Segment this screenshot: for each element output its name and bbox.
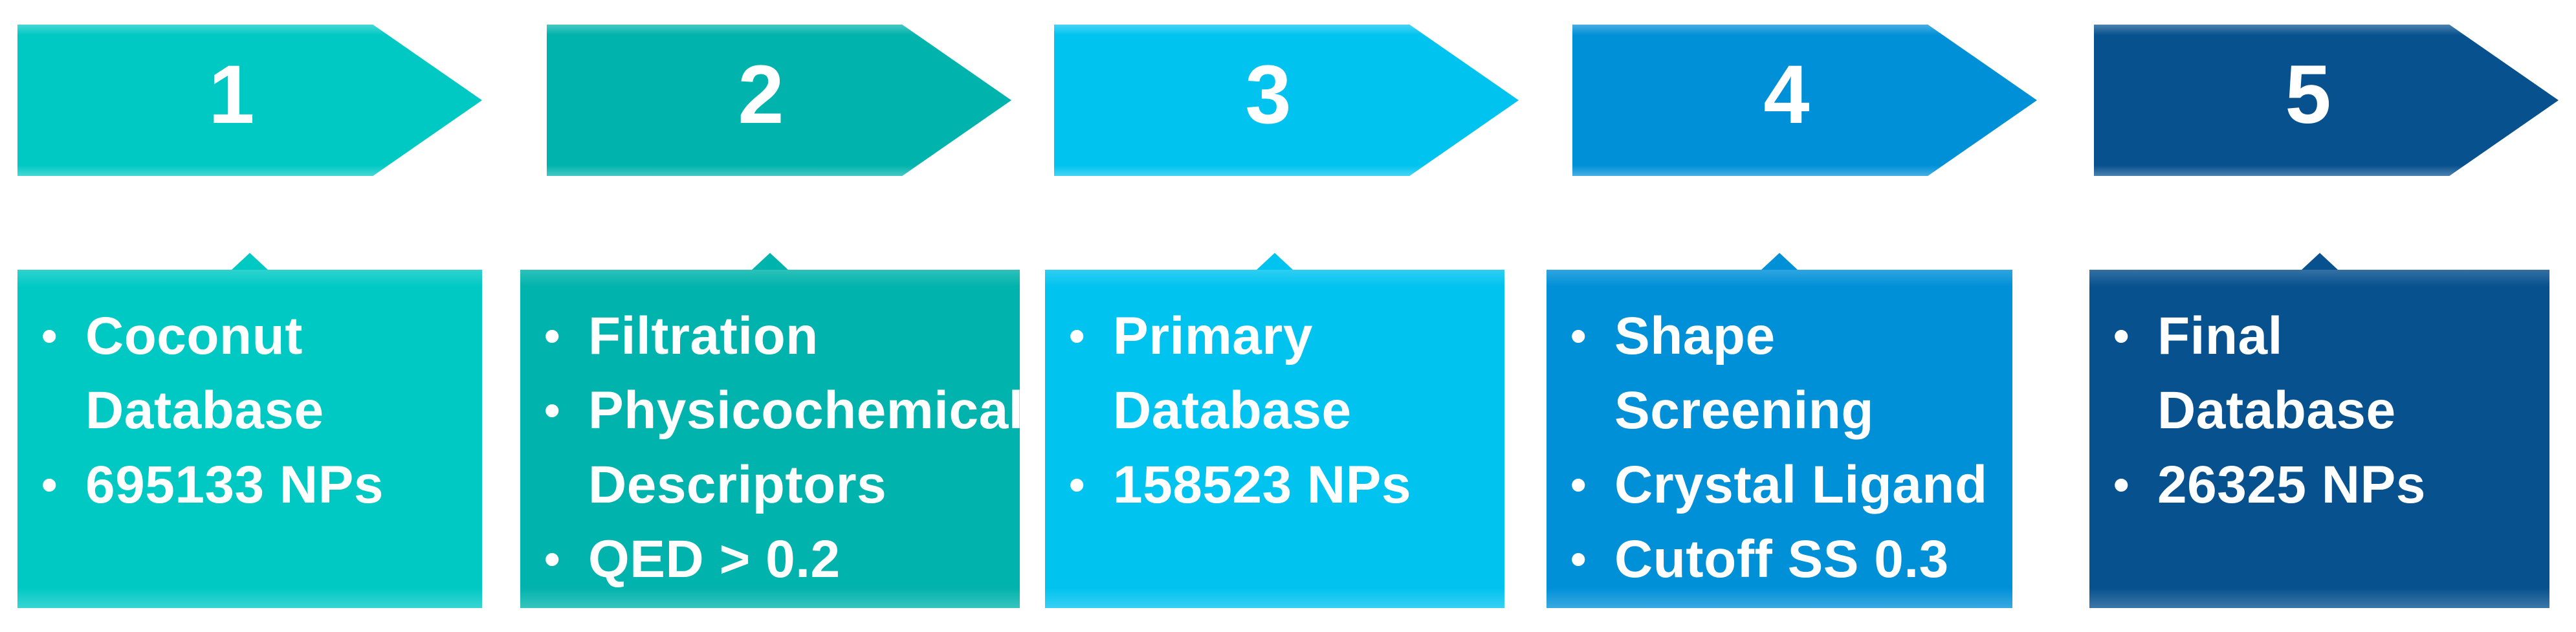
step-2-number: 2 bbox=[738, 49, 785, 141]
bullet-item: QED > 0.2 bbox=[544, 522, 1015, 596]
notch-up-icon bbox=[752, 253, 788, 270]
bullet-line: Primary bbox=[1113, 307, 1313, 365]
step-1-box: Coconut Database 695133 NPs bbox=[17, 253, 482, 608]
bullet-item: Final Database bbox=[2113, 299, 2544, 448]
step-2-bullet-list: Filtration Physicochemical Descriptors Q… bbox=[520, 270, 1024, 596]
bullet-line: Descriptors bbox=[588, 455, 887, 514]
bullet-item: 26325 NPs bbox=[2113, 448, 2544, 522]
step-3-bullet-list: Primary Database 158523 NPs bbox=[1045, 270, 1504, 522]
step-4-arrow-shape: 4 bbox=[1572, 25, 2037, 176]
step-2-arrow-shape: 2 bbox=[547, 25, 1011, 176]
step-4-number: 4 bbox=[1763, 49, 1811, 141]
bullet-item: Crystal Ligand bbox=[1570, 448, 2007, 522]
bullet-item: Coconut Database bbox=[41, 299, 477, 448]
step-5-bullet-list: Final Database 26325 NPs bbox=[2089, 270, 2549, 522]
step-5-arrow-shape: 5 bbox=[2094, 25, 2559, 176]
bullet-line: QED > 0.2 bbox=[588, 530, 841, 589]
bullet-line: Final bbox=[2157, 307, 2283, 365]
bullet-line: Filtration bbox=[588, 307, 819, 365]
notch-up-icon bbox=[232, 253, 268, 270]
bullet-item: Shape Screening bbox=[1570, 299, 2007, 448]
step-1-bullet-list: Coconut Database 695133 NPs bbox=[17, 270, 482, 522]
step-5-number: 5 bbox=[2285, 49, 2332, 141]
bullet-line: Crystal Ligand bbox=[1614, 455, 1988, 514]
step-3-number: 3 bbox=[1245, 49, 1292, 141]
bullet-line: 158523 NPs bbox=[1113, 455, 1411, 514]
bullet-item: Physicochemical Descriptors bbox=[544, 373, 1024, 522]
notch-up-icon bbox=[1257, 253, 1293, 270]
step-1-number: 1 bbox=[208, 49, 256, 141]
step-2-box: Filtration Physicochemical Descriptors Q… bbox=[520, 253, 1024, 608]
bullet-line: 26325 NPs bbox=[2157, 455, 2426, 514]
step-5-box: Final Database 26325 NPs bbox=[2089, 253, 2549, 608]
bullet-item: 695133 NPs bbox=[41, 448, 477, 522]
bullet-item: Primary Database bbox=[1069, 299, 1499, 448]
bullet-line: Database bbox=[85, 381, 324, 440]
bullet-line: Database bbox=[2157, 381, 2396, 440]
bullet-item: Filtration bbox=[544, 299, 1015, 373]
step-4-box: Shape Screening Crystal Ligand Cutoff SS… bbox=[1547, 253, 2012, 608]
bullet-line: Shape bbox=[1614, 307, 1776, 365]
bullet-line: Cutoff SS 0.3 bbox=[1614, 530, 1949, 589]
notch-up-icon bbox=[1761, 253, 1798, 270]
bullet-line: 695133 NPs bbox=[85, 455, 384, 514]
bullet-item: 158523 NPs bbox=[1069, 448, 1499, 522]
step-3-arrow-shape: 3 bbox=[1054, 25, 1519, 176]
bullet-line: Coconut bbox=[85, 307, 303, 365]
step-4-bullet-list: Shape Screening Crystal Ligand Cutoff SS… bbox=[1547, 270, 2012, 596]
bullet-line: Physicochemical bbox=[588, 381, 1024, 440]
bullet-line: Database bbox=[1113, 381, 1352, 440]
bullet-line: Screening bbox=[1614, 381, 1874, 440]
step-3-box: Primary Database 158523 NPs bbox=[1045, 253, 1504, 608]
step-1-arrow-shape: 1 bbox=[17, 25, 482, 176]
notch-up-icon bbox=[2301, 253, 2338, 270]
bullet-item: Cutoff SS 0.3 bbox=[1570, 522, 2007, 596]
